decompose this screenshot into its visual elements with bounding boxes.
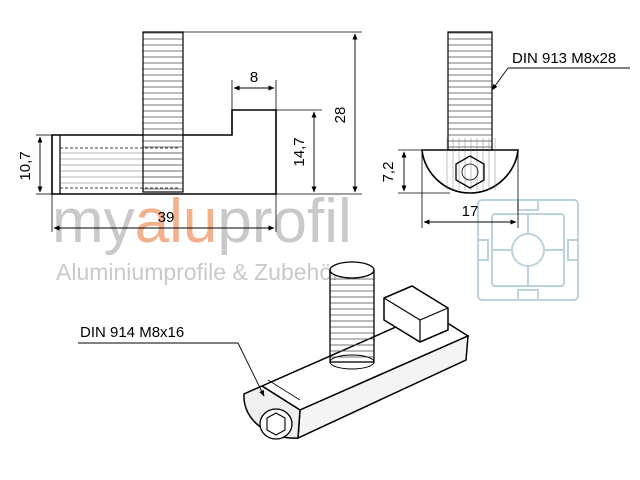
watermark: myaluprofil Aluminiumprofile & Zubehör (52, 187, 579, 301)
profile-logo-icon (477, 199, 579, 301)
side-view: 10,7 8 39 14,7 28 (17, 31, 362, 232)
dim-side-top-width: 8 (250, 69, 258, 86)
watermark-brand: myaluprofil (52, 187, 352, 256)
callout-top-screw: DIN 913 M8x28 (512, 50, 616, 67)
dim-side-total-height: 28 (332, 107, 349, 124)
watermark-tagline: Aluminiumprofile & Zubehör (56, 259, 340, 285)
dim-side-total-length: 39 (158, 209, 175, 226)
callout-bottom-screw: DIN 914 M8x16 (80, 324, 184, 341)
isometric-view: DIN 914 M8x16 (78, 261, 470, 440)
dim-side-height-left: 10,7 (17, 151, 34, 180)
dim-side-height-step: 14,7 (291, 137, 308, 166)
front-view: 7,2 17 DIN 913 M8x28 (380, 31, 630, 228)
dim-front-height: 7,2 (380, 162, 397, 183)
dim-front-width: 17 (462, 203, 479, 220)
